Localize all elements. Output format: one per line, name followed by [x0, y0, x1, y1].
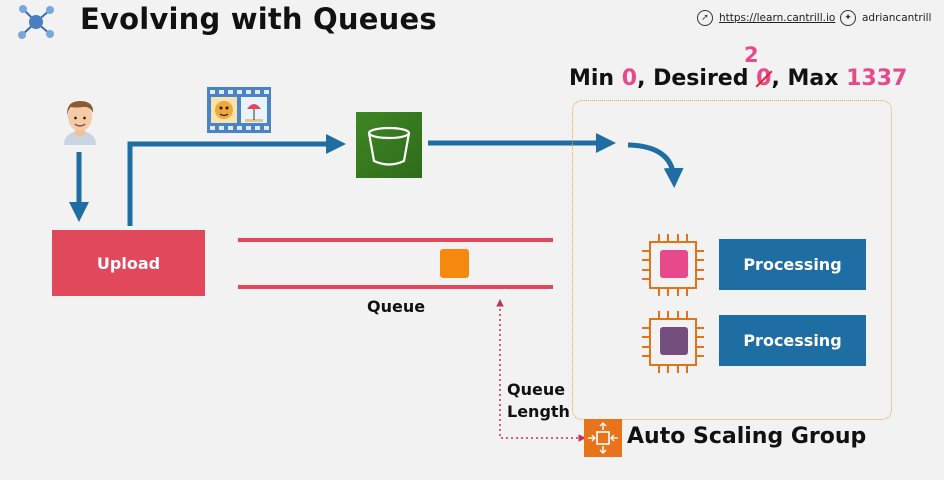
processing-box: Processing: [719, 239, 866, 290]
queue-length-label: Queue Length: [507, 379, 570, 423]
user-avatar-icon: [64, 101, 96, 145]
queue-label: Queue: [367, 297, 426, 316]
compass-icon: ➚: [697, 10, 713, 26]
min-value: 0: [621, 66, 638, 91]
page-title: Evolving with Queues: [80, 2, 437, 36]
twitter-handle: adriancantrill: [862, 12, 932, 24]
queue-message: [440, 249, 469, 278]
upload-box: Upload: [52, 230, 205, 296]
max-value: 1337: [846, 66, 908, 91]
website-link-text: https://learn.cantrill.io: [719, 12, 836, 24]
logo-icon: [18, 5, 54, 39]
website-link[interactable]: ➚ https://learn.cantrill.io: [697, 10, 835, 26]
asg-settings: Min 0, Desired 0, Max 1337: [569, 66, 908, 91]
twitter-link[interactable]: ✦ adriancantrill: [840, 10, 931, 26]
auto-scaling-icon: [584, 419, 622, 457]
queue-length-label-line2: Length: [507, 402, 570, 421]
processing-box: Processing: [719, 315, 866, 366]
asg-boundary: [572, 100, 892, 420]
min-label: Min: [569, 66, 615, 91]
bucket-icon: [367, 126, 411, 166]
queue-length-label-line1: Queue: [507, 380, 566, 399]
ec2-instance-icon: [642, 234, 704, 296]
media-files-icon: [207, 87, 271, 133]
asg-label: Auto Scaling Group: [627, 424, 867, 449]
max-label: Max: [787, 66, 839, 91]
desired-old-value: 0: [756, 66, 772, 91]
s3-bucket-node: [356, 112, 422, 178]
twitter-icon: ✦: [840, 10, 856, 26]
asg-curved-arrow: [627, 142, 684, 188]
desired-label: Desired: [653, 66, 749, 91]
upload-to-bucket-arrow: [127, 134, 346, 226]
desired-new-value: 2: [744, 43, 759, 67]
ec2-instance-icon: [642, 311, 704, 373]
